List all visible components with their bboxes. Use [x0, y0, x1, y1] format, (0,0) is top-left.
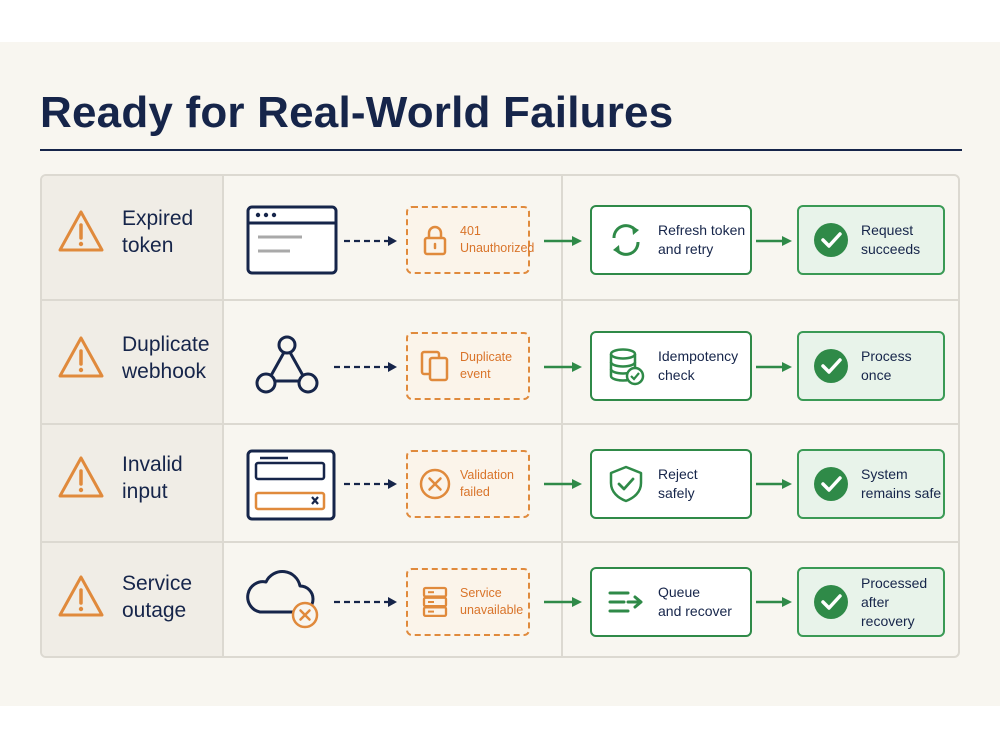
row-service-outage: Service outage Servic — [42, 543, 958, 656]
row-duplicate-webhook: Duplicate webhook Duplicate event — [42, 301, 958, 425]
scenario-cell: Expired token — [56, 205, 222, 259]
lock-icon — [423, 225, 447, 256]
mitigation-box: Reject safely — [590, 449, 752, 519]
failure-label: Duplicate event — [460, 350, 513, 381]
dashed-arrow — [344, 236, 397, 246]
warning-icon — [58, 575, 104, 617]
failure-table: Expired token 401 — [40, 174, 960, 658]
outcome-box: Process once — [797, 331, 945, 401]
scenario-label: Duplicate webhook — [122, 333, 210, 383]
green-arrow — [756, 479, 792, 489]
diagram-canvas: Ready for Real-World Failures Expired to… — [0, 42, 1000, 706]
failure-box: Duplicate event — [406, 332, 530, 400]
duplicate-pages-icon — [420, 350, 449, 382]
check-circle-icon — [814, 467, 848, 501]
database-check-icon — [609, 348, 645, 386]
dashed-arrow — [334, 597, 397, 607]
server-icon — [422, 586, 448, 618]
dashed-arrow — [334, 362, 397, 372]
mitigation-box: Refresh token and retry — [590, 205, 752, 275]
refresh-icon — [612, 224, 640, 256]
green-arrow — [544, 597, 582, 607]
green-arrow — [756, 236, 792, 246]
mitigation-label: Idempotency check — [658, 348, 739, 383]
failure-box: Validation failed — [406, 450, 530, 518]
mitigation-box: Idempotency check — [590, 331, 752, 401]
failure-box: 401 Unauthorized — [406, 206, 534, 274]
outcome-label: Processed after recovery — [861, 574, 928, 629]
outcome-box: Request succeeds — [797, 205, 945, 275]
cloud-error-icon — [246, 570, 319, 629]
scenario-label: Expired token — [122, 207, 194, 257]
mitigation-label: Queue and recover — [658, 584, 732, 619]
outcome-label: Request succeeds — [861, 222, 921, 257]
outcome-box: System remains safe — [797, 449, 945, 519]
failure-label: Service unavailable — [460, 586, 524, 617]
failure-box: Service unavailable — [406, 568, 530, 636]
failure-label: 401 Unauthorized — [460, 224, 535, 255]
mitigation-label: Reject safely — [658, 466, 698, 501]
warning-icon — [58, 210, 104, 252]
scenario-column — [42, 176, 224, 656]
scenario-cell: Duplicate webhook — [56, 331, 222, 385]
page-title: Ready for Real-World Failures — [40, 88, 674, 137]
dashed-arrow — [344, 479, 397, 489]
scenario-cell: Invalid input — [56, 451, 222, 505]
scenario-cell: Service outage — [56, 570, 222, 624]
browser-window-icon — [246, 205, 338, 275]
form-input-icon — [246, 449, 336, 521]
mitigation-box: Queue and recover — [590, 567, 752, 637]
green-arrow — [544, 479, 582, 489]
green-arrow — [544, 362, 582, 372]
failure-label: Validation failed — [460, 468, 514, 499]
green-arrow — [544, 236, 582, 246]
row-expired-token: Expired token 401 — [42, 176, 958, 301]
column-divider — [561, 176, 563, 656]
row-invalid-input: Invalid input Validation failed — [42, 425, 958, 543]
check-circle-icon — [814, 585, 848, 619]
webhook-icon — [255, 335, 319, 394]
warning-icon — [58, 336, 104, 378]
outcome-label: Process once — [861, 348, 912, 383]
scenario-label: Service outage — [122, 572, 193, 622]
shield-check-icon — [609, 465, 643, 503]
mitigation-label: Refresh token and retry — [658, 222, 746, 257]
check-circle-icon — [814, 349, 848, 383]
queue-icon — [608, 591, 643, 613]
title-underline — [40, 149, 962, 151]
outcome-box: Processed after recovery — [797, 567, 945, 637]
green-arrow — [756, 362, 792, 372]
warning-icon — [58, 456, 104, 498]
scenario-label: Invalid input — [122, 453, 183, 503]
check-circle-icon — [814, 223, 848, 257]
green-arrow — [756, 597, 792, 607]
outcome-label: System remains safe — [861, 466, 942, 501]
x-circle-icon — [419, 468, 451, 500]
